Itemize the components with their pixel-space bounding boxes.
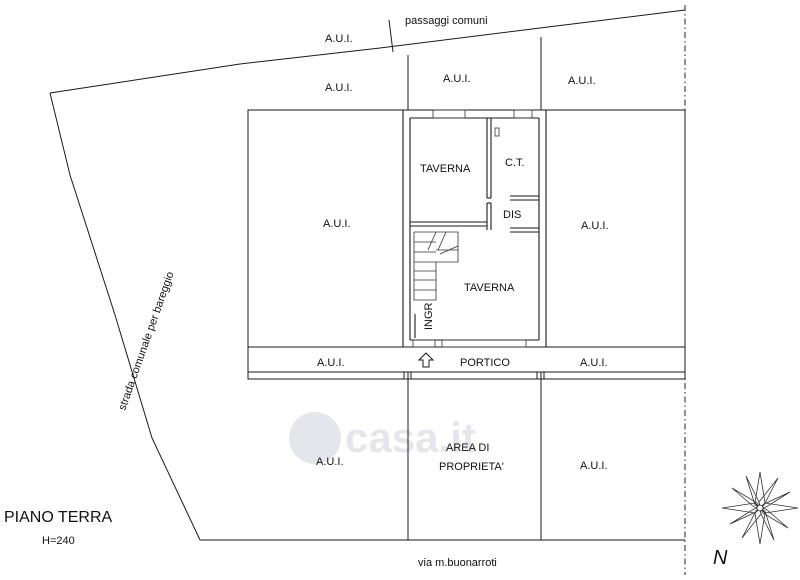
building (247, 109, 686, 380)
aui-label: A.U.I. (580, 460, 608, 472)
aui-label: A.U.I. (316, 456, 344, 468)
height-label: H=240 (42, 535, 75, 547)
boundary-top-left (49, 9, 686, 94)
room-label-ct: C.T. (505, 157, 525, 169)
unit-walls (402, 109, 547, 348)
room-label-dis: DIS (503, 209, 521, 221)
street-label-bottom: via m.buonarroti (418, 557, 497, 569)
aui-label: A.U.I. (581, 220, 609, 232)
street-label-left: strada comunale per bareggio (117, 270, 177, 412)
room-label-ingr: INGR (423, 302, 435, 330)
aui-label: A.U.I. (568, 75, 596, 87)
street-label-top: passaggi comuni (405, 15, 488, 27)
street-labels: passaggi comuni via m.buonarroti strada … (117, 15, 497, 569)
north-label: N (713, 547, 728, 569)
watermark: casa.it (289, 412, 476, 464)
compass-rose-icon (721, 471, 799, 545)
site-boundary (49, 5, 686, 575)
area-label-line2: PROPRIETA' (439, 461, 504, 473)
boundary-top-stub (388, 19, 394, 53)
entry-arrow-icon (417, 352, 435, 368)
aui-label: A.U.I. (325, 82, 353, 94)
plan-title: PIANO TERRA (4, 509, 113, 526)
staircase (413, 231, 459, 301)
watermark-text: casa.it (345, 414, 476, 461)
aui-label: A.U.I. (443, 73, 471, 85)
aui-labels: A.U.I. A.U.I. A.U.I. A.U.I. A.U.I. A.U.I… (316, 33, 609, 472)
building-outline (247, 109, 686, 380)
aui-label: A.U.I. (325, 33, 353, 45)
lot-divisions (407, 37, 542, 540)
aui-label: A.U.I. (317, 357, 345, 369)
area-label-line1: AREA DI (446, 442, 489, 454)
room-labels: TAVERNA C.T. DIS TAVERNA INGR PORTICO AR… (420, 157, 525, 473)
room-label-taverna-upper: TAVERNA (420, 163, 471, 175)
aui-label: A.U.I. (323, 218, 351, 230)
aui-label: A.U.I. (580, 357, 608, 369)
room-label-taverna-lower: TAVERNA (464, 282, 515, 294)
room-label-portico: PORTICO (460, 357, 510, 369)
boundary-left (49, 92, 201, 541)
